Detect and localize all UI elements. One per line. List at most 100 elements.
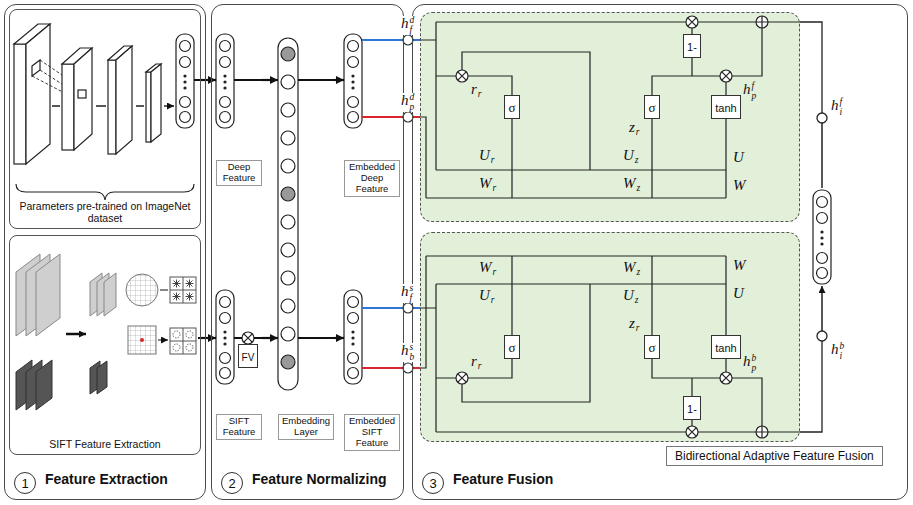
caption-text: Parameters pre-trained on ImageNet datas… [14,200,196,224]
operator-text: tanh [715,102,736,114]
step-number: 1 [14,472,36,494]
math-base: U [733,286,744,301]
math-sub: r [478,90,482,100]
caption-text: SIFT Feature Extraction [14,438,196,450]
math-sup: d [410,16,415,26]
math-label: Wz [622,176,641,194]
panel-title: Feature Fusion [453,471,553,487]
feature-vector: Deep Feature [216,34,262,186]
math-sub: p [752,364,757,374]
math-base: h [743,82,751,97]
math-label: Ur [478,148,496,166]
math-label: hdp [400,93,415,112]
math-base: U [623,288,634,303]
math-sub: r [636,324,640,334]
operator-text: 1- [687,403,697,415]
math-label: zr [628,316,641,334]
math-sup: s [410,284,414,294]
operator-text: σ [648,340,655,355]
math-label: hfp [742,82,757,101]
operator-text: σ [508,340,515,355]
gru-cell: σσtanh1-rrzrhfpUrUzWrWzUW [420,12,800,222]
math-sub: r [491,296,495,306]
math-label: W [732,178,747,193]
math-base: U [623,148,634,163]
math-label: rr [470,354,483,372]
math-sub: r [636,128,640,138]
operator-text: σ [648,100,655,115]
math-base: W [623,176,636,191]
math-label: W [732,258,747,273]
one-minus-gate: 1- [683,34,701,57]
connector [201,79,216,81]
math-base: U [479,148,490,163]
cnn-panel: Parameters pre-trained on ImageNet datas… [9,9,201,229]
math-label: Wz [622,260,641,278]
vector-label: SIFT Feature [216,414,262,440]
math-sub: b [410,353,415,363]
math-base: z [629,120,635,135]
math-sub: r [493,184,497,194]
step-number-text: 3 [429,477,436,490]
math-label: Uz [622,148,640,166]
math-sub: z [635,156,639,166]
math-base: r [471,354,477,369]
operator-text: tanh [715,342,736,354]
math-sup: d [410,93,415,103]
math-base: h [401,343,409,358]
operator-text: 1- [687,41,697,53]
one-minus-gate: 1- [683,396,701,419]
math-sub: z [635,296,639,306]
tanh-gate: tanh [711,95,740,118]
connector [334,79,344,81]
stage-panel: 3σσtanh1-rrzrhfpUrUzWrWzUWσσtanh1-WrWzWU… [412,4,908,500]
math-sub: r [478,362,482,372]
math-label: hbi [830,342,845,361]
fusion-output [800,22,831,432]
sigma-gate: σ [644,95,659,118]
connector [334,337,344,339]
math-label: Ur [478,288,496,306]
math-base: h [401,284,409,299]
cnn-illustration [14,24,194,200]
math-sup: s [410,343,415,353]
math-sub: r [491,156,495,166]
math-sub: i [840,352,845,362]
math-sub: r [493,268,497,278]
panel-title: Feature Normalizing [252,471,387,487]
step-number-text: 1 [21,477,28,490]
math-base: h [401,93,409,108]
panel-title: Feature Extraction [45,471,168,487]
math-label: hbp [742,354,757,373]
math-sup: b [840,342,845,352]
section-label: Bidirectional Adaptive Feature Fusion [675,449,874,463]
math-sup: b [752,354,757,364]
sigma-gate: σ [644,335,659,358]
step-number: 2 [221,472,243,494]
sigma-gate: σ [504,335,519,358]
math-sub: i [840,108,843,118]
feature-vector: Embedded Deep Feature [344,34,400,197]
operator-text: σ [508,100,515,115]
sigma-gate: σ [504,95,519,118]
math-label: rr [470,82,483,100]
math-sub: f [410,294,414,304]
math-label: hsf [400,284,414,303]
step-number-text: 2 [228,477,235,490]
math-label: U [732,286,745,301]
vector-label: Embedded SIFT Feature [344,414,400,451]
stage-panel: 1 Parameters pre-trained on ImageNet data… [4,4,206,500]
math-base: h [831,342,839,357]
math-base: h [401,16,409,31]
math-base: W [623,260,636,275]
math-label: zr [628,120,641,138]
section-label-box: Bidirectional Adaptive Feature Fusion [666,446,883,466]
math-sub: z [637,184,641,194]
fv-box: FV [238,344,259,367]
math-label: Uz [622,288,640,306]
feature-vectors [216,34,362,390]
math-base: W [733,258,746,273]
stage-panel: 2Deep FeatureSIFT FeatureFVEmbedding Lay… [211,4,404,500]
